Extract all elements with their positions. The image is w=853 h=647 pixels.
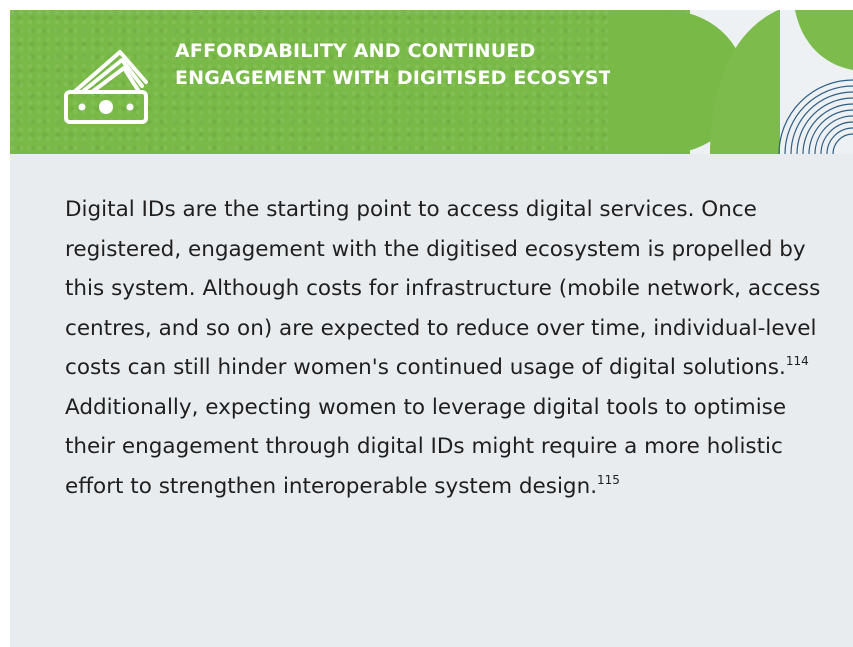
footnote-ref-114: 114 [785, 354, 809, 368]
header-banner: AFFORDABILITY AND CONTINUED ENGAGEMENT W… [10, 10, 853, 154]
decorative-shapes [610, 10, 853, 154]
cash-money-icon [64, 50, 148, 124]
info-card: AFFORDABILITY AND CONTINUED ENGAGEMENT W… [10, 10, 853, 647]
body-text-part-2: Additionally, expecting women to leverag… [65, 394, 787, 499]
body-text-part-1: Digital IDs are the starting point to ac… [65, 197, 821, 380]
section-title: AFFORDABILITY AND CONTINUED ENGAGEMENT W… [175, 40, 645, 89]
body-paragraph: Digital IDs are the starting point to ac… [65, 190, 825, 506]
footnote-ref-115: 115 [597, 472, 620, 487]
